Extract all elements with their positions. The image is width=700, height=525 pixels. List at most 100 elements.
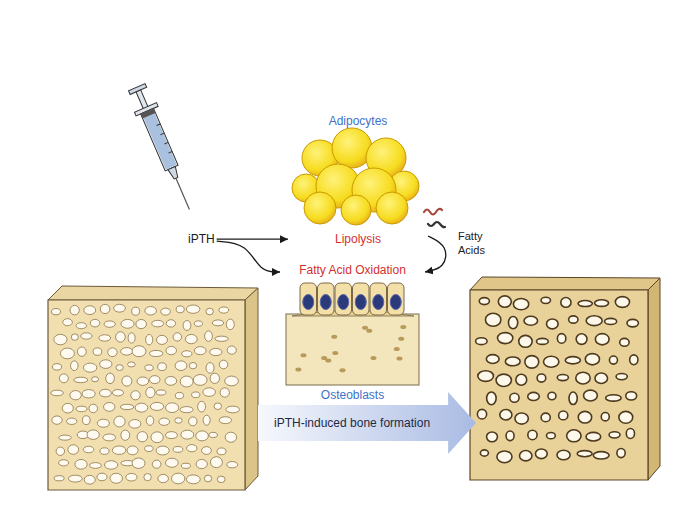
bone-pore bbox=[605, 318, 617, 324]
bone-block-after-part bbox=[648, 278, 660, 480]
nucleus bbox=[303, 295, 314, 310]
bone-pore bbox=[209, 432, 217, 437]
bone-pore bbox=[135, 403, 148, 412]
bone-pore bbox=[106, 373, 115, 384]
fatty-acid-molecules bbox=[424, 209, 445, 227]
bone-pore bbox=[214, 403, 222, 410]
bone-pore bbox=[578, 301, 592, 307]
bone-pore bbox=[63, 319, 73, 326]
bone-pore bbox=[176, 306, 184, 313]
bone-pore bbox=[189, 362, 196, 368]
bone-pore bbox=[226, 406, 240, 413]
bone-pore bbox=[186, 305, 200, 313]
bone-pore bbox=[71, 334, 78, 340]
bone-pore bbox=[584, 390, 598, 401]
bone-pore bbox=[595, 373, 608, 383]
bone-pore bbox=[609, 432, 620, 438]
bone-pore bbox=[114, 416, 125, 427]
osteoblast-layer-part bbox=[286, 314, 419, 385]
bone-pore bbox=[192, 392, 200, 398]
bone-pore bbox=[116, 332, 126, 342]
edge-label: Fatty Acids bbox=[456, 230, 500, 258]
bone-pore bbox=[121, 319, 134, 328]
osteoblast-cell bbox=[370, 283, 387, 315]
bone-pore bbox=[126, 473, 137, 481]
bone-pore bbox=[132, 346, 146, 357]
cell-body bbox=[300, 283, 317, 315]
bone-pore bbox=[203, 388, 216, 397]
bone-pore bbox=[105, 461, 118, 469]
bone-pore bbox=[100, 304, 110, 313]
bone-pore bbox=[152, 460, 161, 468]
bone-pore bbox=[487, 392, 496, 405]
bone-pore bbox=[104, 321, 115, 327]
osteoblast-cell bbox=[388, 283, 405, 315]
bone-pore bbox=[541, 297, 550, 303]
bone-pore bbox=[146, 416, 153, 425]
bone-pore bbox=[152, 320, 164, 327]
bone-pore bbox=[89, 404, 98, 412]
bone-pore bbox=[173, 447, 183, 453]
connector-arrow bbox=[217, 239, 288, 240]
osteocyte bbox=[301, 353, 307, 357]
arrow-band bbox=[258, 392, 476, 454]
bone-pore bbox=[166, 346, 176, 354]
bone-pore bbox=[227, 346, 236, 354]
bone-pore bbox=[565, 357, 580, 364]
bone-pore bbox=[505, 357, 520, 366]
bone-pore bbox=[83, 446, 93, 452]
bone-pore bbox=[166, 320, 175, 327]
bone-pore bbox=[70, 305, 79, 315]
bone-pore bbox=[557, 375, 568, 381]
adipocyte-cluster-part bbox=[341, 195, 371, 225]
bone-pore bbox=[627, 319, 638, 326]
nucleus bbox=[373, 295, 384, 310]
bone-pore bbox=[206, 363, 214, 374]
adipocyte-group: AdipocytesLipolysis bbox=[288, 112, 428, 248]
bone-pore bbox=[87, 430, 99, 440]
bone-pore bbox=[547, 433, 556, 439]
bone-pore bbox=[559, 411, 568, 420]
process-arrow: iPTH-induced bone formation bbox=[258, 392, 476, 454]
bone-pore bbox=[210, 457, 222, 468]
connector-arrow bbox=[217, 241, 280, 272]
nucleus bbox=[320, 295, 331, 310]
node-label: Osteoblasts bbox=[321, 388, 384, 402]
bone-block-before-part bbox=[245, 288, 258, 490]
bone-pore bbox=[108, 348, 117, 357]
bone-pore bbox=[84, 306, 96, 315]
bone-pore bbox=[506, 431, 514, 441]
bone-pore bbox=[225, 432, 236, 442]
osteoblast-group: Fatty Acid OxidationOsteoblasts bbox=[280, 262, 425, 403]
bone-pore bbox=[77, 347, 86, 356]
bone-block-before-part bbox=[48, 286, 258, 300]
bone-pore bbox=[567, 430, 581, 442]
syringe-part bbox=[157, 124, 161, 126]
bone-pore bbox=[561, 298, 571, 308]
bone-pore bbox=[189, 417, 197, 426]
fatty-acid-molecules-part bbox=[424, 209, 442, 215]
bone-pore bbox=[595, 300, 609, 307]
bone-pore bbox=[476, 338, 487, 345]
bone-pore bbox=[136, 319, 147, 328]
bone-block-before-part bbox=[48, 300, 245, 490]
bone-pores bbox=[51, 304, 240, 484]
bone-pore bbox=[183, 321, 191, 331]
agent-label: iPTH bbox=[186, 230, 217, 248]
bone-pore bbox=[180, 407, 193, 413]
bone-pore bbox=[569, 392, 577, 405]
bone-pore bbox=[479, 298, 489, 305]
osteocyte bbox=[321, 356, 327, 360]
bone-pore bbox=[146, 387, 155, 398]
bone-pore bbox=[557, 334, 565, 344]
node-heading: iPTH-induced bone formation bbox=[274, 416, 430, 430]
bone-pore bbox=[52, 364, 61, 370]
bone-pore bbox=[175, 418, 182, 423]
bone-pore bbox=[158, 474, 169, 482]
osteocyte bbox=[331, 335, 337, 339]
bone-pore bbox=[595, 334, 609, 345]
bone-pore bbox=[227, 462, 238, 468]
bone-pore bbox=[128, 362, 136, 367]
